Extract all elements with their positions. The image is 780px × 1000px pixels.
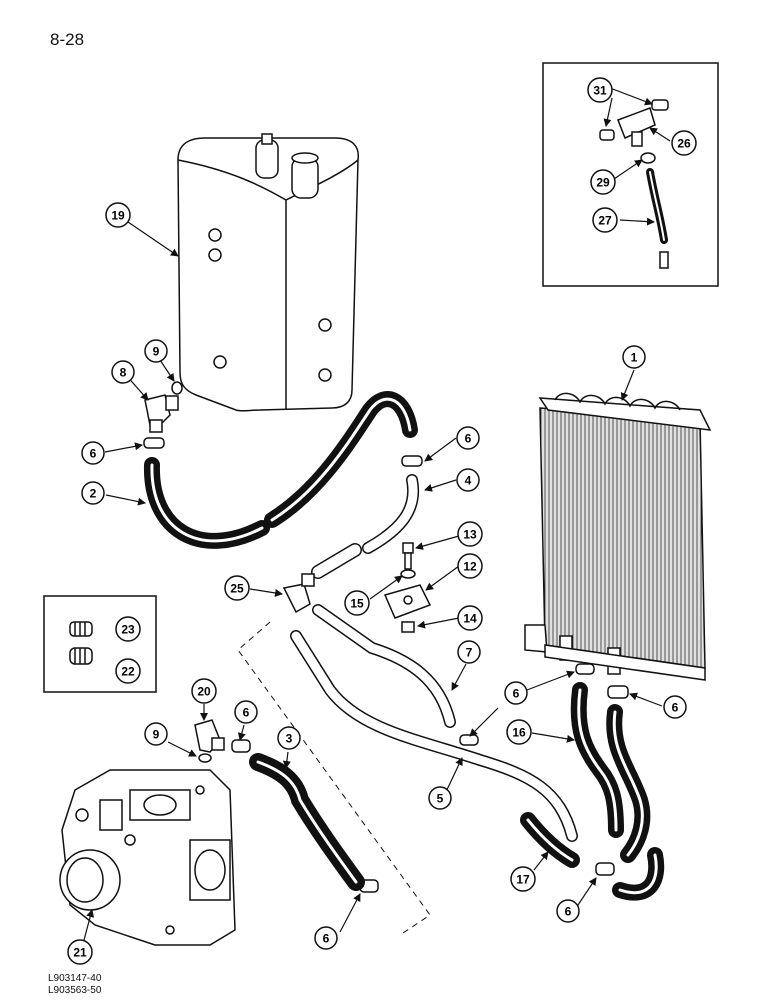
o-ring-9-lower (198, 753, 212, 763)
callout-9-b: 9 (144, 722, 168, 746)
oil-cooler (524, 392, 712, 681)
callout-6-g: 6 (314, 926, 338, 950)
svg-text:6: 6 (672, 701, 679, 715)
callout-12: 12 (457, 553, 483, 579)
callout-5: 5 (428, 786, 452, 810)
hose-2 (143, 391, 418, 549)
svg-text:16: 16 (512, 726, 526, 740)
page-number: 8-28 (50, 30, 85, 49)
callout-1: 1 (622, 345, 646, 369)
svg-text:22: 22 (121, 665, 135, 679)
svg-text:9: 9 (153, 728, 160, 742)
bolt-13 (402, 542, 414, 570)
elbow-fitting-8 (144, 394, 179, 433)
callout-4: 4 (456, 468, 480, 492)
hose-27 (646, 168, 669, 269)
callout-6-f: 6 (556, 899, 580, 923)
callout-22: 22 (115, 658, 141, 684)
callout-13: 13 (457, 521, 483, 547)
tee-fitting-26 (617, 107, 656, 147)
callout-19: 19 (105, 202, 131, 228)
svg-text:2: 2 (90, 487, 97, 501)
svg-text:20: 20 (197, 685, 211, 699)
svg-text:6: 6 (90, 447, 97, 461)
svg-text:25: 25 (230, 582, 244, 596)
svg-text:6: 6 (513, 687, 520, 701)
o-ring-9 (171, 381, 183, 395)
callout-2: 2 (81, 481, 105, 505)
hydraulic-reservoir (177, 133, 360, 412)
svg-text:26: 26 (677, 137, 691, 151)
drawing-code-2: L903563-50 (48, 985, 102, 996)
tube-7 (312, 604, 456, 728)
svg-text:31: 31 (593, 84, 607, 98)
svg-text:13: 13 (463, 528, 477, 542)
svg-text:7: 7 (466, 646, 473, 660)
callout-29: 29 (590, 169, 616, 195)
clamp-29 (640, 152, 656, 164)
washer-15 (400, 569, 416, 579)
callout-6-b: 6 (456, 426, 480, 450)
drawing-code-1: L903147-40 (48, 973, 102, 984)
hose-3 (249, 753, 365, 891)
hose-17 (520, 812, 580, 868)
svg-text:4: 4 (465, 474, 472, 488)
svg-text:15: 15 (350, 597, 364, 611)
svg-text:19: 19 (111, 209, 125, 223)
svg-text:1: 1 (631, 351, 638, 365)
callout-7: 7 (457, 640, 481, 664)
tube-4 (311, 474, 420, 579)
hydraulic-pump (59, 769, 236, 946)
cap-23 (69, 621, 93, 637)
callout-6-e: 6 (663, 695, 687, 719)
callout-6-a: 6 (81, 441, 105, 465)
svg-text:14: 14 (463, 612, 477, 626)
clamp-bracket-12 (383, 584, 432, 619)
callout-20: 20 (191, 678, 217, 704)
svg-text:6: 6 (243, 706, 250, 720)
callout-9-a: 9 (144, 339, 168, 363)
svg-text:6: 6 (323, 932, 330, 946)
callout-23: 23 (115, 616, 141, 642)
clamps-31 (599, 99, 669, 141)
callout-8: 8 (111, 360, 135, 384)
svg-text:12: 12 (463, 560, 477, 574)
callout-14: 14 (457, 605, 483, 631)
svg-text:3: 3 (286, 732, 293, 746)
svg-text:8: 8 (120, 366, 127, 380)
svg-text:23: 23 (121, 623, 135, 637)
elbow-fitting-20 (194, 719, 225, 753)
callout-3: 3 (277, 726, 301, 750)
callout-6-c: 6 (234, 700, 258, 724)
svg-text:6: 6 (565, 905, 572, 919)
svg-text:29: 29 (596, 176, 610, 190)
elbow-fitting-25 (282, 573, 315, 614)
callout-6-d: 6 (504, 681, 528, 705)
svg-text:6: 6 (465, 432, 472, 446)
callout-17: 17 (510, 866, 536, 892)
svg-text:9: 9 (153, 345, 160, 359)
svg-text:27: 27 (598, 214, 612, 228)
inset-box-caps (43, 595, 157, 693)
svg-text:21: 21 (73, 946, 87, 960)
svg-text:17: 17 (516, 873, 530, 887)
callout-25: 25 (224, 575, 250, 601)
leader-lines (83, 87, 671, 941)
cap-22 (69, 647, 93, 665)
callout-31: 31 (587, 77, 613, 103)
svg-text:5: 5 (437, 792, 444, 806)
callout-21: 21 (67, 939, 93, 965)
callout-16: 16 (506, 719, 532, 745)
callout-26: 26 (671, 130, 697, 156)
nut-14 (401, 621, 415, 633)
hose-16 (570, 682, 665, 901)
dashed-alignment-line (237, 621, 431, 936)
callout-15: 15 (344, 590, 370, 616)
inset-box-tee-fitting (542, 62, 719, 287)
tube-5 (290, 630, 578, 842)
callout-27: 27 (592, 207, 618, 233)
